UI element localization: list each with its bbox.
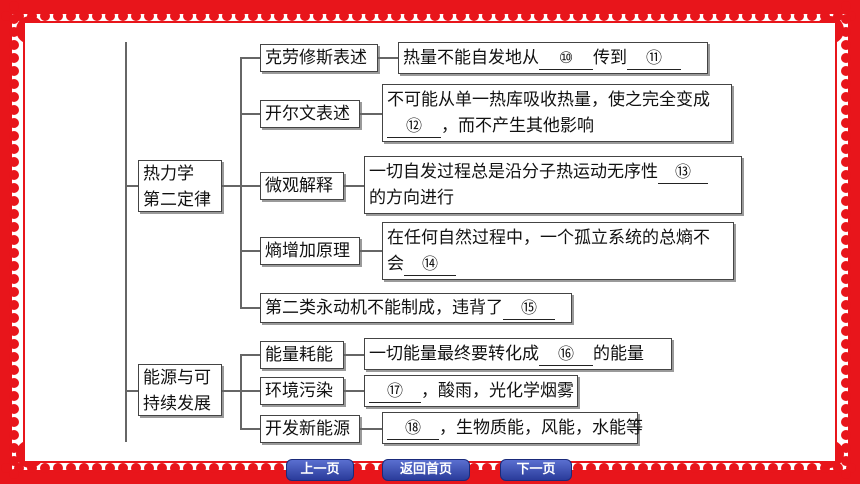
item-link [344, 185, 364, 187]
kelvin-title: 开尔文表述 [260, 100, 360, 128]
item-title: 微观解释 [265, 176, 333, 196]
item-desc: 传到 [593, 48, 627, 68]
kelvin-desc: 不可能从单一热库吸收热量，使之完全变成 ⑫，而不产生其他影响 [382, 84, 732, 142]
fill-blank: ⑩ [539, 47, 593, 70]
item-title: 熵增加原理 [265, 241, 350, 261]
item-title: 第二类永动机不能制成，违背了 [265, 298, 503, 318]
bracket-tick [240, 428, 260, 430]
section-1-bracket [240, 57, 242, 307]
energy-consumption-title: 能量耗能 [260, 341, 344, 369]
item-link [360, 250, 382, 252]
item-link [344, 390, 364, 392]
entropy-title: 熵增加原理 [260, 237, 360, 265]
item-desc: 不可能从单一热库吸收热量，使之完全变成 [387, 90, 710, 110]
item-title: 克劳修斯表述 [265, 48, 367, 68]
fill-blank: ⑮ [503, 297, 555, 320]
main-spine [125, 42, 127, 442]
branch-connector-2 [125, 390, 138, 392]
item-link [360, 428, 382, 430]
pollution-title: 环境污染 [260, 377, 344, 405]
prev-page-button[interactable]: 上一页 [286, 459, 354, 481]
bracket-tick [240, 185, 260, 187]
item-link [360, 113, 382, 115]
section-label-line: 第二定律 [143, 190, 211, 210]
section-label-line: 能源与可 [143, 368, 211, 388]
item-desc: 一切能量最终要转化成 [369, 344, 539, 364]
section-label-line: 持续发展 [143, 394, 211, 414]
fill-blank: ⑭ [404, 253, 456, 276]
bracket-tick [240, 57, 260, 59]
item-desc: 一切自发过程总是沿分子热运动无序性 [369, 162, 658, 182]
section-label-energy: 能源与可 持续发展 [138, 364, 222, 416]
home-button[interactable]: 返回首页 [382, 459, 470, 481]
item-desc: 会 [387, 254, 404, 274]
section-1-link [222, 185, 240, 187]
item-desc: 在任何自然过程中，一个孤立系统的总熵不 [387, 228, 710, 248]
item-desc: ，而不产生其他影响 [441, 116, 594, 136]
bracket-tick [240, 390, 260, 392]
item-link [344, 354, 364, 356]
bracket-tick [240, 354, 260, 356]
bracket-tick [240, 307, 260, 309]
item-desc: 的方向进行 [369, 188, 454, 208]
new-energy-title: 开发新能源 [260, 415, 360, 443]
micro-title: 微观解释 [260, 172, 344, 200]
bracket-tick [240, 113, 260, 115]
fill-blank: ⑫ [387, 115, 441, 138]
section-2-link [222, 390, 240, 392]
fill-blank: ⑬ [658, 161, 708, 184]
clausius-title: 克劳修斯表述 [260, 44, 378, 72]
item-title: 开尔文表述 [265, 104, 350, 124]
item-desc: 热量不能自发地从 [403, 48, 539, 68]
item-title: 开发新能源 [265, 419, 350, 439]
fill-blank: ⑰ [369, 380, 421, 403]
item-desc: ，生物质能，风能，水能等 [439, 418, 643, 438]
fill-blank: ⑪ [627, 47, 681, 70]
item-desc: 的能量 [593, 344, 644, 364]
fill-blank: ⑯ [539, 343, 593, 366]
branch-connector-1 [125, 185, 138, 187]
next-page-button[interactable]: 下一页 [500, 459, 572, 481]
fill-blank: ⑱ [387, 417, 439, 440]
section-label-line: 热力学 [143, 164, 194, 184]
pollution-desc: ⑰，酸雨，光化学烟雾 [364, 375, 578, 407]
item-title: 环境污染 [265, 381, 333, 401]
section-label-thermo: 热力学 第二定律 [138, 160, 222, 212]
new-energy-desc: ⑱，生物质能，风能，水能等 [382, 412, 643, 444]
item-desc: ，酸雨，光化学烟雾 [421, 381, 574, 401]
item-title: 能量耗能 [265, 345, 333, 365]
bracket-tick [240, 250, 260, 252]
item-link [378, 57, 398, 59]
